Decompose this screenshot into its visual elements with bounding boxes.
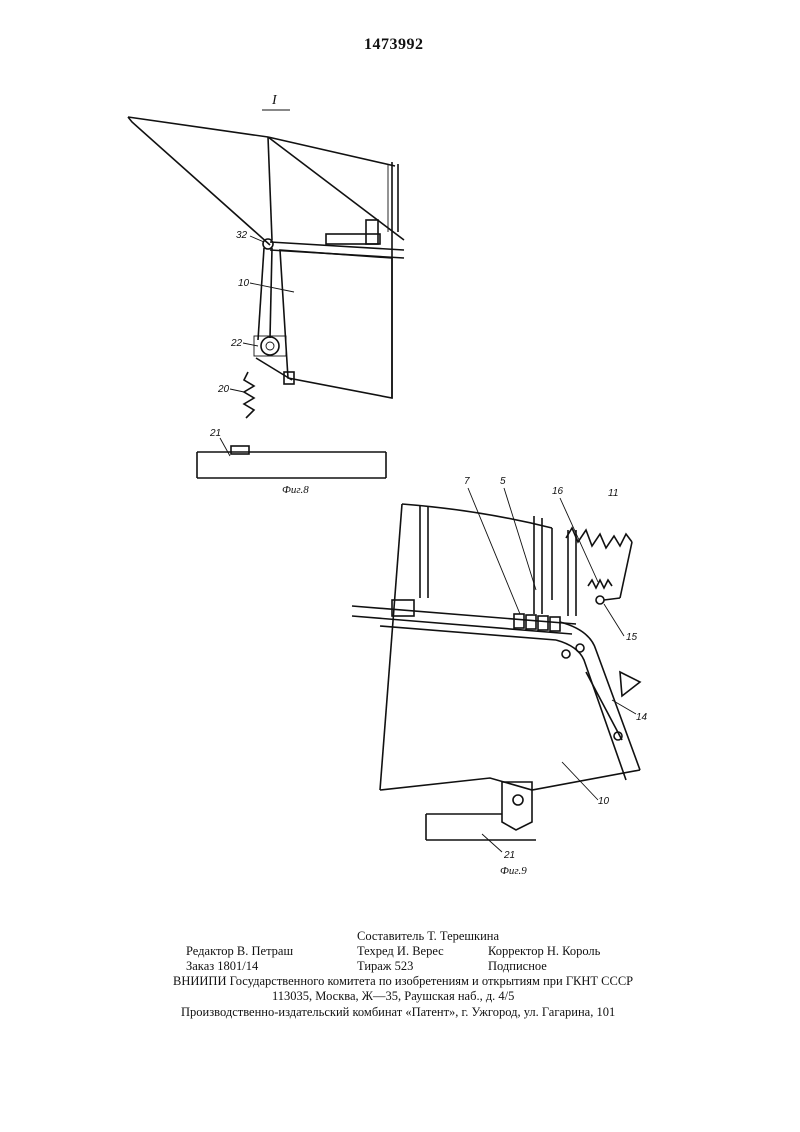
fig8-lower-bolt bbox=[283, 371, 295, 385]
fig8-hopper-ridge bbox=[267, 136, 396, 167]
fig8-label-21: 21 bbox=[209, 428, 221, 439]
fig8-label-22: 22 bbox=[230, 338, 243, 349]
fig8-lower-rod bbox=[255, 357, 293, 381]
footer-order: Заказ 1801/14 bbox=[186, 959, 259, 973]
fig9-rail-bottom bbox=[379, 625, 557, 641]
fig8-section-mark: I bbox=[271, 93, 278, 108]
fig8-leader-32 bbox=[249, 235, 265, 243]
fig9-label-5: 5 bbox=[500, 476, 506, 487]
fig8-frame-top bbox=[269, 241, 405, 251]
fig8-arm-left bbox=[257, 247, 265, 341]
figure-8: I 32 bbox=[127, 93, 405, 496]
fig8-hopper-inner bbox=[267, 136, 273, 241]
fig9-leader-15 bbox=[603, 603, 625, 637]
figure-9: 7 5 16 11 15 14 10 21 Фиг.9 bbox=[351, 476, 648, 877]
fig8-base-stop bbox=[230, 445, 250, 455]
fig9-bolt-a bbox=[513, 613, 525, 629]
footer-techred: Техред И. Верес bbox=[357, 944, 444, 958]
fig8-gear bbox=[260, 336, 280, 356]
fig9-leader-14 bbox=[611, 699, 637, 715]
fig9-chute-tab bbox=[619, 670, 642, 698]
footer-circulation: Тираж 523 bbox=[357, 959, 414, 973]
fig8-gear-housing bbox=[253, 335, 287, 357]
fig8-leader-10 bbox=[249, 282, 295, 293]
footer-address-line: 113035, Москва, Ж—35, Раушская наб., д. … bbox=[272, 989, 515, 1003]
footer-corrector: Корректор Н. Король bbox=[488, 944, 601, 958]
fig9-leader-10 bbox=[561, 761, 599, 801]
fig8-caption: Фиг.8 bbox=[282, 484, 309, 496]
fig8-leader-21 bbox=[219, 437, 231, 457]
fig9-label-21: 21 bbox=[503, 850, 515, 861]
footer-publisher-line: Производственно-издательский комбинат «П… bbox=[181, 1005, 616, 1019]
fig9-leader-16 bbox=[559, 497, 599, 583]
footer-composer: Составитель Т. Терешкина bbox=[357, 929, 500, 943]
fig9-bolt-left bbox=[391, 599, 415, 617]
fig8-bracket bbox=[325, 233, 381, 245]
fig9-comb-arm bbox=[619, 541, 633, 599]
fig9-bracket bbox=[501, 781, 533, 831]
fig9-container-bottom bbox=[379, 769, 641, 791]
fig9-chute-rod bbox=[585, 671, 623, 741]
fig8-hinge-32 bbox=[262, 238, 274, 250]
fig8-label-10: 10 bbox=[238, 278, 250, 289]
fig9-label-11: 11 bbox=[608, 488, 618, 499]
fig9-chute-outer bbox=[559, 621, 641, 771]
fig9-roller-1 bbox=[561, 649, 571, 659]
footer-subscription: Подписное bbox=[488, 959, 547, 973]
fig9-comb-teeth bbox=[565, 526, 633, 550]
fig9-comb-link bbox=[603, 597, 621, 601]
fig9-bolt-d bbox=[549, 616, 561, 632]
fig8-hopper-left-edge bbox=[127, 116, 271, 246]
footer-editor: Редактор В. Петраш bbox=[186, 944, 294, 958]
fig9-label-15: 15 bbox=[626, 632, 638, 643]
fig9-roller-2 bbox=[575, 643, 585, 653]
fig9-left-wall bbox=[379, 503, 403, 791]
fig9-caption: Фиг.9 bbox=[500, 865, 527, 877]
fig9-leader-5 bbox=[503, 487, 537, 591]
fig8-container-body bbox=[279, 249, 393, 399]
fig8-label-32: 32 bbox=[236, 230, 248, 241]
fig9-leader-21 bbox=[481, 833, 503, 853]
fig9-top-curve bbox=[401, 503, 553, 529]
footer-org-line: ВНИИПИ Государственного комитета по изоб… bbox=[173, 974, 634, 988]
fig8-gear-hub bbox=[265, 341, 275, 351]
fig9-pivot-15 bbox=[595, 595, 605, 605]
fig9-roller-3 bbox=[613, 731, 623, 741]
patent-number: 1473992 bbox=[364, 36, 424, 53]
fig9-bracket-bolt bbox=[512, 794, 524, 806]
fig9-label-14: 14 bbox=[636, 712, 648, 723]
fig8-label-20: 20 bbox=[217, 384, 230, 395]
fig8-leader-22 bbox=[242, 342, 259, 347]
fig8-arm-right bbox=[269, 247, 273, 339]
fig8-hopper-top-edge bbox=[127, 116, 269, 138]
fig9-rail-mid bbox=[351, 615, 573, 635]
fig9-leader-7 bbox=[467, 487, 521, 615]
fig8-spring bbox=[242, 371, 256, 419]
fig9-bolt-c bbox=[537, 615, 549, 631]
fig8-bracket-stem bbox=[365, 219, 379, 245]
fig9-bolt-b bbox=[525, 614, 537, 630]
fig9-label-10: 10 bbox=[598, 796, 610, 807]
fig9-label-7: 7 bbox=[464, 476, 470, 487]
fig9-label-16: 16 bbox=[552, 486, 564, 497]
fig9-spring bbox=[587, 578, 613, 590]
fig9-chute-inner bbox=[555, 639, 627, 781]
fig8-hopper-diagonal bbox=[267, 136, 405, 241]
fig8-leader-20 bbox=[229, 388, 245, 393]
